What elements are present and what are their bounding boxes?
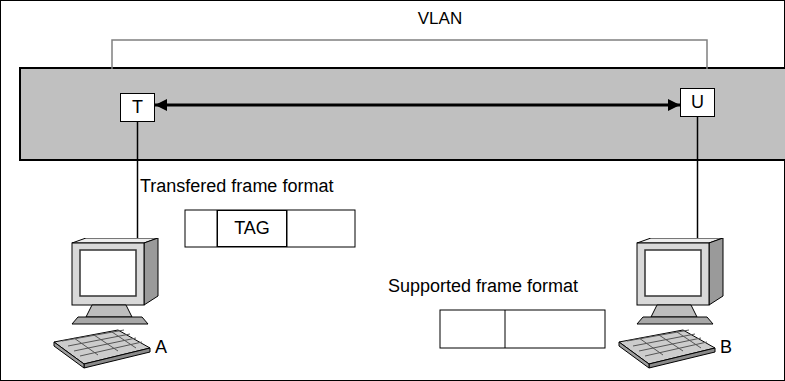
double-arrow [155, 104, 680, 107]
tag-field: TAG [217, 210, 287, 247]
field-text: TAG [234, 219, 270, 239]
field-text: U [691, 93, 704, 113]
frame-divider [505, 310, 506, 348]
computer: A [50, 238, 175, 373]
tagged-frame [185, 210, 355, 247]
computer-icon [50, 238, 160, 373]
frame-caption: Supported frame format [388, 277, 578, 297]
vlan-bracket [112, 40, 707, 69]
computer: B [615, 238, 740, 373]
untagged-port: U [680, 88, 715, 117]
untagged-frame [440, 310, 605, 348]
frame-caption: Transfered frame format [140, 177, 333, 197]
computer-icon [615, 238, 725, 373]
link-line [137, 122, 139, 238]
vlan-heading: VLAN [418, 10, 462, 29]
link-line [697, 117, 699, 238]
vlan-band [20, 68, 785, 160]
vlan-band: VLANTU [20, 68, 785, 160]
field-text: T [132, 98, 143, 118]
host-letter: B [720, 338, 732, 358]
tagged-port: T [120, 93, 155, 122]
host-letter: A [155, 338, 167, 358]
